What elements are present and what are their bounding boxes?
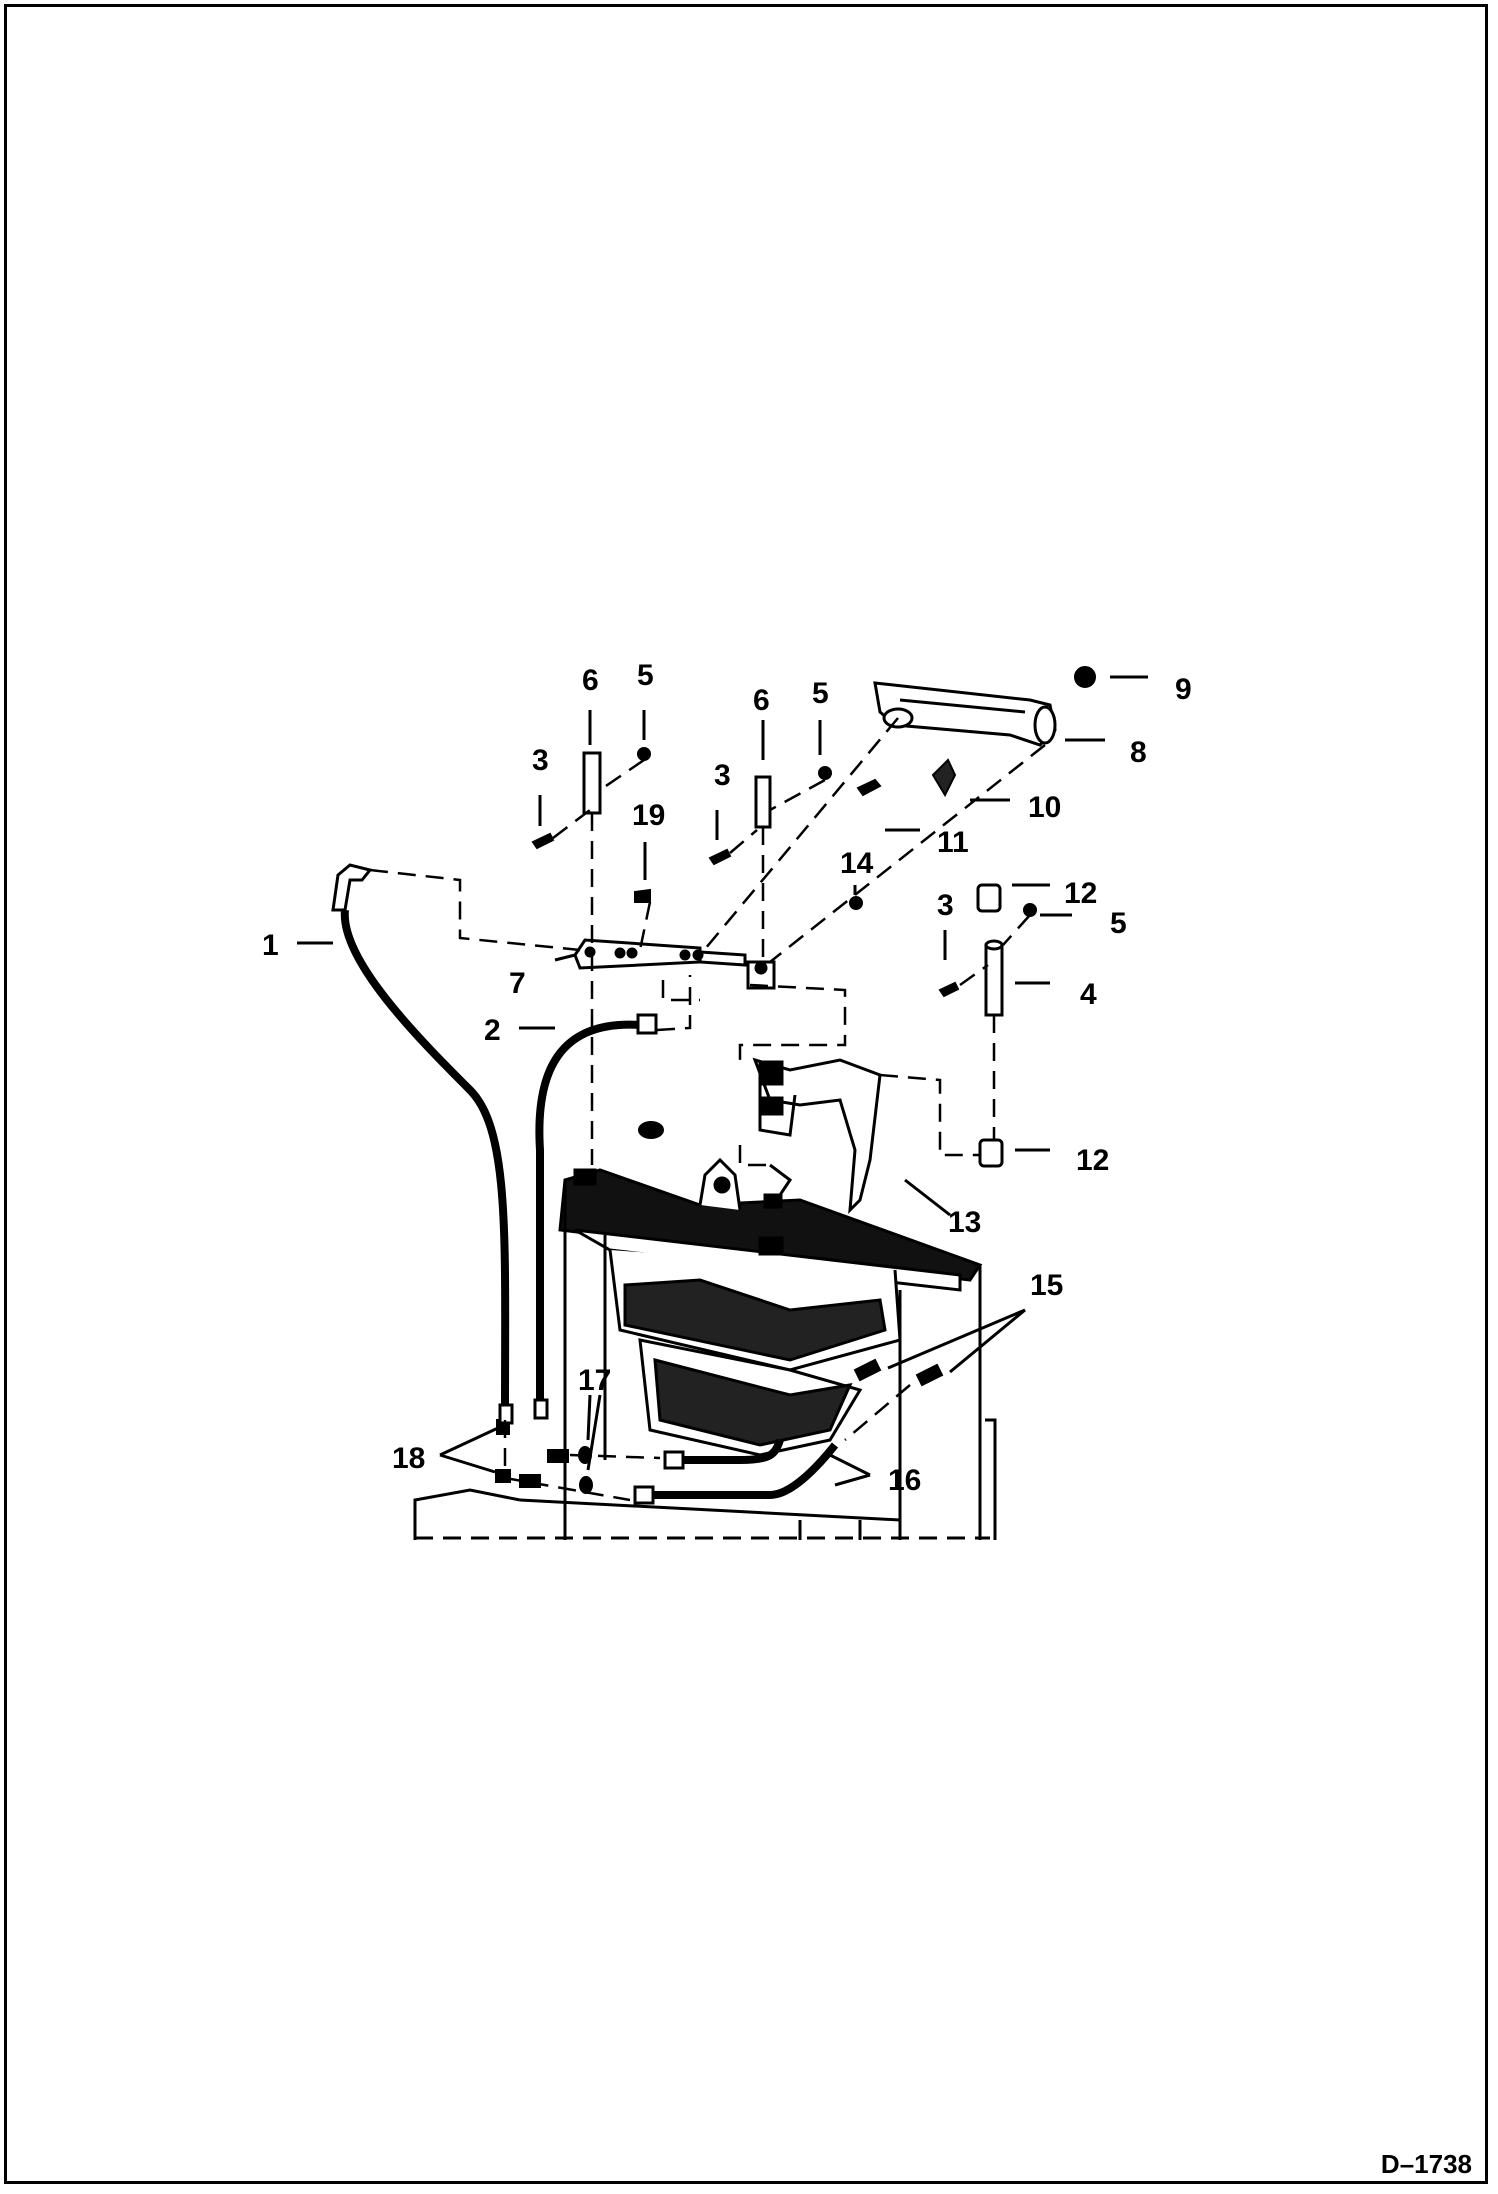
callout-15: 15 [1030, 1269, 1063, 1302]
callout-18: 18 [392, 1442, 425, 1475]
callout-13: 13 [948, 1206, 981, 1239]
callout-11: 11 [937, 826, 969, 859]
callout-9: 9 [1175, 673, 1192, 706]
mounting-frame [413, 1157, 997, 1540]
callout-12-top: 12 [1064, 877, 1097, 910]
leader-lines [297, 675, 1148, 1487]
callout-5-middle: 5 [812, 677, 829, 710]
callout-8: 8 [1130, 736, 1147, 769]
callout-14: 14 [840, 847, 874, 880]
callout-3-middle: 3 [714, 759, 731, 792]
hoses [340, 909, 839, 1499]
callout-3-right: 3 [937, 889, 954, 922]
callout-labels: 1 2 3 3 3 4 5 5 5 6 6 7 8 9 10 11 12 12 … [262, 659, 1192, 1497]
callout-1: 1 [262, 929, 279, 962]
callout-2: 2 [484, 1014, 501, 1047]
callout-17: 17 [578, 1364, 611, 1397]
callout-5-right: 5 [1110, 907, 1127, 940]
small-hardware [495, 666, 1096, 1494]
callout-5-left: 5 [637, 659, 654, 692]
callout-10: 10 [1028, 791, 1061, 824]
pins [582, 751, 1004, 1017]
callout-19: 19 [632, 799, 665, 832]
callout-12-bottom: 12 [1076, 1144, 1109, 1177]
figure-id: D–1738 [1380, 2149, 1472, 2179]
callout-3-left: 3 [532, 744, 549, 777]
callout-6-left: 6 [582, 664, 599, 697]
hose-fittings [331, 863, 685, 1505]
hydraulic-cylinder [573, 938, 776, 990]
handle-bar [873, 681, 1057, 747]
page-border [4, 4, 1488, 2184]
callout-6-middle: 6 [753, 684, 770, 717]
curved-deflector [752, 1057, 882, 1214]
assembly-lines [369, 717, 1046, 1502]
bushings [976, 883, 1004, 1168]
callout-7: 7 [509, 967, 526, 1000]
callout-16: 16 [888, 1464, 921, 1497]
callout-4: 4 [1080, 978, 1097, 1011]
